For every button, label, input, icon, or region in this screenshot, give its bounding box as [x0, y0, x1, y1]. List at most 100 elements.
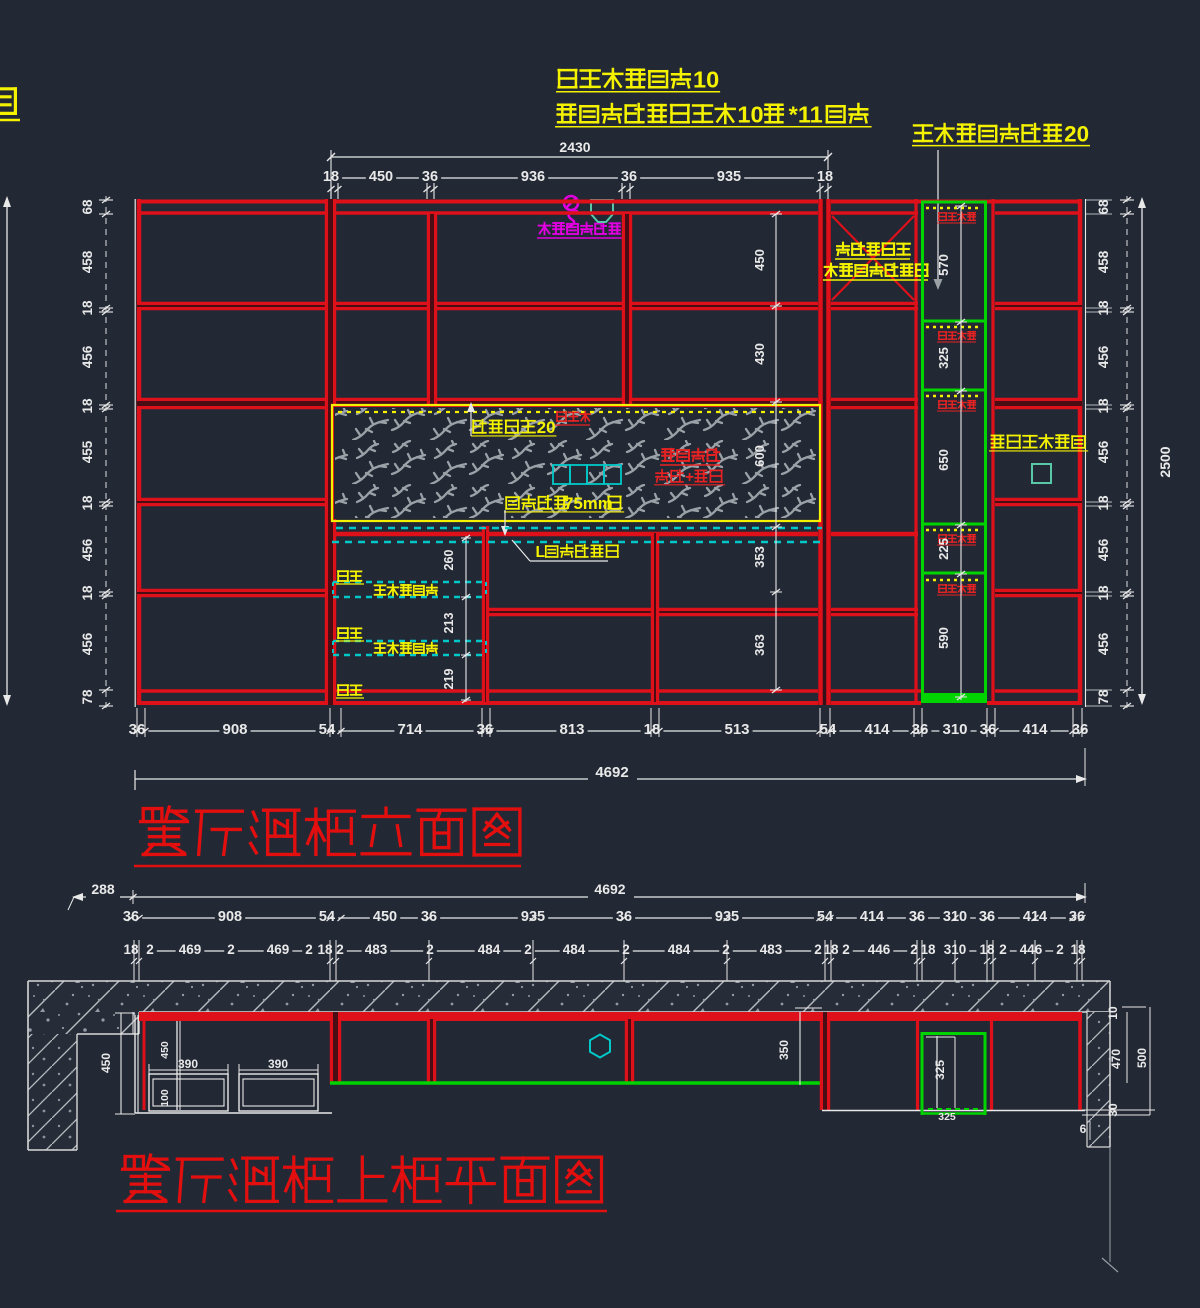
- svg-text:68: 68: [1096, 199, 1111, 215]
- svg-text:10: 10: [737, 101, 763, 127]
- svg-text:2: 2: [426, 942, 434, 957]
- svg-text:75mm: 75mm: [564, 494, 613, 513]
- svg-text:714: 714: [397, 721, 423, 738]
- svg-text:288: 288: [91, 881, 115, 897]
- svg-text:650: 650: [936, 449, 951, 471]
- svg-text:2: 2: [622, 942, 630, 957]
- svg-text:450: 450: [159, 1041, 171, 1059]
- svg-text:10: 10: [1106, 1006, 1120, 1020]
- svg-text:935: 935: [715, 909, 739, 925]
- svg-text:213: 213: [442, 613, 456, 634]
- svg-text:470: 470: [1109, 1049, 1123, 1069]
- svg-text:36: 36: [621, 169, 637, 185]
- svg-text:18: 18: [1096, 398, 1111, 414]
- svg-text:483: 483: [760, 942, 783, 957]
- svg-text:18: 18: [123, 942, 139, 957]
- svg-text:36: 36: [421, 909, 437, 925]
- svg-text:2: 2: [336, 942, 344, 957]
- svg-text:18: 18: [817, 169, 833, 185]
- svg-text:54: 54: [319, 909, 335, 925]
- svg-text:813: 813: [559, 721, 584, 738]
- svg-text:450: 450: [99, 1053, 113, 1073]
- svg-text:18: 18: [1096, 585, 1111, 601]
- svg-text:36: 36: [616, 909, 632, 925]
- svg-text:483: 483: [365, 942, 388, 957]
- svg-text:36: 36: [123, 909, 139, 925]
- svg-text:36: 36: [1069, 909, 1085, 925]
- svg-text:935: 935: [521, 909, 545, 925]
- svg-text:450: 450: [373, 909, 397, 925]
- svg-text:446: 446: [1020, 942, 1043, 957]
- svg-text:600: 600: [752, 445, 767, 467]
- svg-text:18: 18: [1070, 942, 1086, 957]
- svg-text:310: 310: [943, 909, 967, 925]
- svg-text:2: 2: [910, 942, 918, 957]
- svg-text:10: 10: [693, 66, 719, 92]
- svg-text:936: 936: [521, 169, 545, 185]
- svg-text:54: 54: [817, 909, 833, 925]
- svg-text:2: 2: [524, 942, 532, 957]
- svg-text:414: 414: [1023, 909, 1047, 925]
- svg-text:36: 36: [1072, 721, 1089, 738]
- svg-text:414: 414: [1022, 721, 1048, 738]
- svg-text:54: 54: [820, 721, 837, 738]
- svg-text:36: 36: [912, 721, 929, 738]
- svg-text:4692: 4692: [595, 764, 628, 781]
- svg-text:68: 68: [80, 199, 95, 215]
- svg-text:2: 2: [722, 942, 730, 957]
- svg-text:20: 20: [537, 418, 556, 437]
- svg-text:456: 456: [80, 632, 95, 655]
- svg-text:310: 310: [942, 721, 967, 738]
- svg-text:219: 219: [442, 669, 456, 690]
- svg-text:36: 36: [422, 169, 438, 185]
- svg-text:78: 78: [1096, 689, 1111, 705]
- svg-text:4692: 4692: [594, 881, 625, 897]
- svg-text:500: 500: [1135, 1048, 1149, 1068]
- svg-text:456: 456: [1096, 345, 1111, 368]
- svg-text:363: 363: [752, 634, 767, 656]
- svg-text:935: 935: [717, 169, 741, 185]
- svg-text:2: 2: [1056, 942, 1064, 957]
- svg-text:458: 458: [1096, 250, 1111, 273]
- svg-text:513: 513: [724, 721, 749, 738]
- svg-text:469: 469: [179, 942, 202, 957]
- svg-text:18: 18: [80, 398, 95, 414]
- svg-text:L: L: [536, 544, 546, 561]
- svg-text:456: 456: [1096, 632, 1111, 655]
- svg-text:2430: 2430: [559, 139, 590, 155]
- svg-text:2: 2: [999, 942, 1007, 957]
- svg-text:390: 390: [268, 1057, 288, 1071]
- svg-text:908: 908: [218, 909, 242, 925]
- svg-text:2: 2: [227, 942, 235, 957]
- svg-text:36: 36: [909, 909, 925, 925]
- svg-text:+: +: [685, 469, 694, 486]
- svg-text:20: 20: [1064, 121, 1089, 146]
- svg-text:456: 456: [1096, 538, 1111, 561]
- svg-text:456: 456: [80, 538, 95, 561]
- svg-text:325: 325: [938, 1111, 956, 1123]
- svg-text:353: 353: [752, 546, 767, 568]
- svg-text:325: 325: [936, 347, 951, 369]
- svg-text:484: 484: [563, 942, 586, 957]
- svg-text:18: 18: [80, 585, 95, 601]
- svg-text:456: 456: [80, 345, 95, 368]
- svg-text:18: 18: [80, 495, 95, 511]
- svg-text:450: 450: [369, 169, 393, 185]
- svg-text:455: 455: [80, 440, 95, 463]
- svg-text:430: 430: [752, 343, 767, 365]
- svg-text:2: 2: [842, 942, 850, 957]
- svg-text:414: 414: [860, 909, 884, 925]
- svg-text:2: 2: [146, 942, 154, 957]
- svg-text:*11: *11: [789, 101, 823, 127]
- svg-text:225: 225: [936, 538, 951, 560]
- svg-text:456: 456: [1096, 440, 1111, 463]
- svg-text:325: 325: [933, 1060, 947, 1080]
- svg-text:2: 2: [305, 942, 313, 957]
- svg-text:36: 36: [477, 721, 494, 738]
- svg-text:390: 390: [178, 1057, 198, 1071]
- svg-text:100: 100: [159, 1089, 171, 1107]
- svg-text:350: 350: [777, 1040, 791, 1060]
- svg-text:469: 469: [267, 942, 290, 957]
- svg-text:78: 78: [80, 689, 95, 705]
- svg-text:908: 908: [222, 721, 247, 738]
